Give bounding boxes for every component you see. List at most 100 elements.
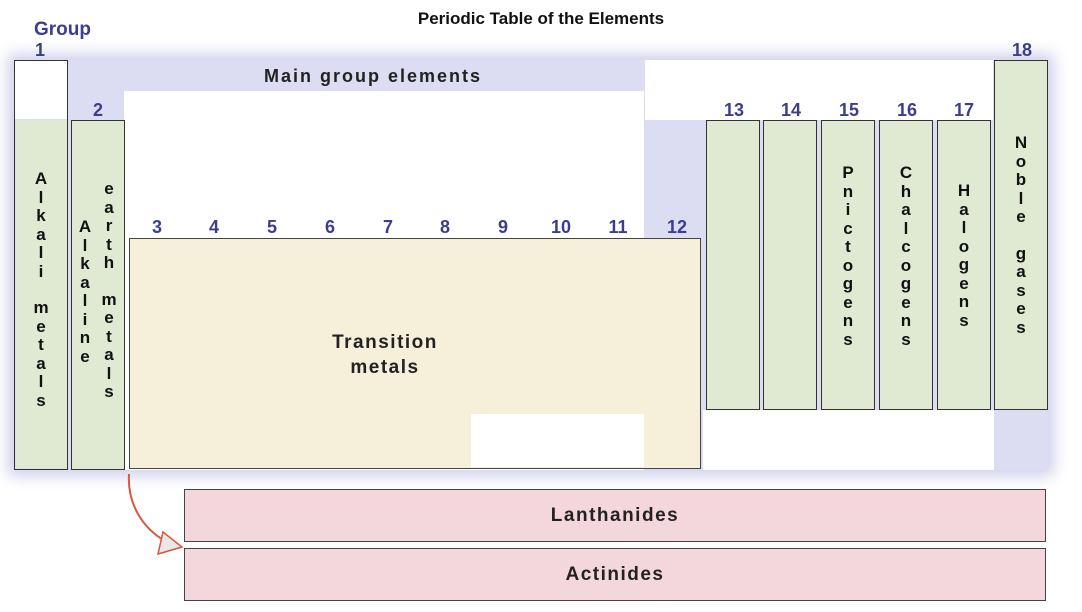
label-letter: l: [1018, 188, 1024, 208]
label-letter: A: [78, 217, 92, 236]
label-letter: s: [843, 329, 853, 349]
alkali-metals-fill: [15, 120, 67, 468]
alkaline-earth-metals-column: [71, 120, 125, 470]
group-number-7: 7: [382, 217, 393, 237]
group-13-column: [706, 120, 760, 410]
label-letter: k: [36, 206, 46, 225]
group-number-12: 12: [666, 217, 688, 237]
label-letter: H: [957, 181, 971, 200]
label-letter: e: [104, 179, 114, 198]
label-letter: c: [901, 237, 911, 256]
label-letter: l: [961, 218, 967, 237]
group-1-column: [14, 60, 68, 470]
f-block-arrow: [127, 473, 184, 556]
diagram-title: Periodic Table of the Elements: [417, 9, 665, 28]
label-letter: m: [101, 289, 117, 309]
label-letter: e: [1016, 207, 1026, 226]
chalcogens-column: [879, 120, 933, 410]
group-label: Group: [34, 19, 91, 40]
label-letter: a: [959, 199, 969, 219]
group-number-4: 4: [208, 217, 219, 237]
label-letter: i: [38, 261, 44, 281]
label-letter: e: [959, 273, 969, 293]
group-number-3: 3: [151, 217, 162, 237]
group-number-13: 13: [723, 100, 745, 120]
group-number-9: 9: [497, 217, 508, 237]
label-letter: C: [899, 163, 913, 182]
label-letter: l: [106, 363, 112, 383]
label-letter: n: [79, 328, 91, 347]
label-letter: t: [845, 237, 851, 256]
label-letter: l: [903, 218, 909, 238]
lower-gap: [703, 410, 994, 470]
group-number-10: 10: [550, 217, 572, 237]
arrow-head: [156, 530, 184, 556]
label-letter: a: [104, 197, 114, 217]
label-letter: N: [1014, 133, 1028, 152]
label-letter: e: [80, 346, 90, 366]
label-letter: g: [1015, 243, 1027, 263]
label-letter: b: [1015, 170, 1027, 189]
hydrogen-cell: [15, 61, 67, 119]
label-letter: s: [901, 329, 911, 349]
label-letter: a: [80, 272, 90, 292]
label-letter: e: [104, 308, 114, 327]
label-letter: a: [36, 353, 46, 373]
group-number-1: 1: [34, 40, 45, 60]
transition-metals-label: Transition metals: [332, 332, 438, 378]
label-letter: o: [900, 255, 912, 275]
group-number-15: 15: [838, 100, 860, 120]
label-letter: a: [36, 224, 46, 244]
transition-empty-cells: [471, 414, 644, 467]
label-letter: e: [843, 292, 853, 312]
label-letter: e: [901, 292, 911, 312]
upper-gap: [645, 60, 993, 120]
label-letter: o: [958, 236, 970, 256]
label-letter: k: [80, 254, 90, 273]
group-number-17: 17: [953, 100, 975, 120]
group-number-6: 6: [324, 217, 335, 237]
label-letter: n: [900, 311, 912, 330]
label-letter: h: [900, 181, 912, 201]
halogens-column: [937, 120, 991, 410]
label-letter: g: [842, 274, 854, 293]
group-number-14: 14: [780, 100, 802, 120]
group-number-5: 5: [266, 217, 277, 237]
label-letter: c: [843, 218, 853, 238]
label-letter: o: [1015, 151, 1027, 171]
label-letter: t: [38, 335, 44, 354]
lanthanides-row: Lanthanides: [184, 489, 1046, 542]
label-letter: g: [958, 255, 970, 274]
actinides-row: Actinides: [184, 548, 1046, 601]
label-letter: s: [959, 310, 969, 330]
label-letter: s: [104, 382, 114, 401]
label-letter: t: [106, 326, 112, 346]
label-letter: e: [36, 316, 46, 336]
label-letter: n: [842, 311, 854, 330]
label-letter: a: [104, 345, 114, 364]
main-group-label: Main group elements: [264, 66, 483, 86]
label-letter: m: [33, 298, 49, 317]
group-number-16: 16: [896, 100, 918, 120]
label-letter: a: [901, 200, 911, 219]
label-letter: l: [82, 291, 88, 310]
label-letter: l: [38, 372, 44, 391]
label-letter: i: [845, 200, 851, 219]
label-letter: s: [36, 390, 46, 410]
label-letter: e: [1016, 299, 1026, 318]
label-letter: l: [38, 243, 44, 262]
label-letter: i: [82, 309, 88, 329]
label-letter: l: [82, 235, 88, 255]
noble-gases-column: [994, 60, 1048, 410]
label-letter: l: [38, 187, 44, 207]
label-letter: s: [1016, 317, 1026, 337]
label-letter: t: [106, 234, 112, 254]
group-number-18: 18: [1011, 40, 1033, 60]
label-letter: a: [1016, 262, 1026, 281]
